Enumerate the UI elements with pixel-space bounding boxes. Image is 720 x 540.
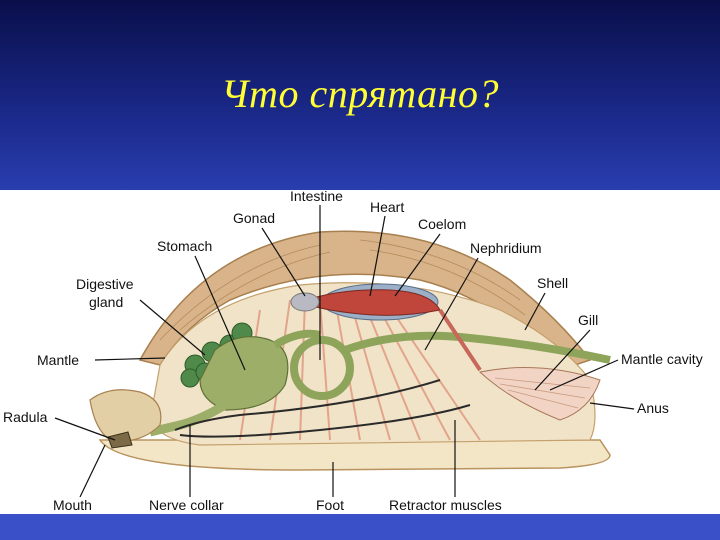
label-gill: Gill: [578, 312, 598, 328]
label-stomach: Stomach: [157, 238, 212, 254]
label-mantle: Mantle: [37, 352, 79, 368]
label-foot: Foot: [316, 497, 344, 513]
label-heart: Heart: [370, 199, 404, 215]
heart-shape: [298, 289, 441, 316]
label-intestine: Intestine: [290, 188, 343, 204]
head-shape: [89, 389, 162, 442]
label-gonad: Gonad: [233, 210, 275, 226]
nerve-cords: [174, 379, 471, 438]
label-nephridium: Nephridium: [470, 240, 542, 256]
shell-ridges: [159, 239, 526, 341]
foot-base: [98, 439, 611, 471]
leader-lines: [54, 205, 635, 498]
nephridium-shape: [438, 308, 482, 372]
gill-lamellae: [494, 377, 591, 409]
esophagus-shape: [148, 401, 228, 437]
label-mouth: Mouth: [53, 497, 92, 513]
label-radula: Radula: [3, 409, 48, 425]
label-digestive-gland-line1: Digestive: [76, 276, 134, 292]
stomach-shape: [199, 336, 289, 411]
radula-shape: [107, 431, 133, 449]
slide-title: Что спрятано?: [221, 71, 499, 116]
label-digestive-gland-line2: gland: [89, 294, 123, 310]
label-coelom: Coelom: [418, 216, 466, 232]
intestine-shape: [272, 329, 611, 400]
label-shell: Shell: [537, 275, 568, 291]
bottom-bar: [0, 514, 720, 540]
shell-shape: [138, 230, 592, 371]
label-nerve-collar: Nerve collar: [149, 497, 224, 513]
label-mantle-cavity: Mantle cavity: [621, 351, 703, 367]
label-anus: Anus: [637, 400, 669, 416]
gonad-shape: [290, 292, 320, 312]
label-retractor-muscles: Retractor muscles: [389, 497, 502, 513]
